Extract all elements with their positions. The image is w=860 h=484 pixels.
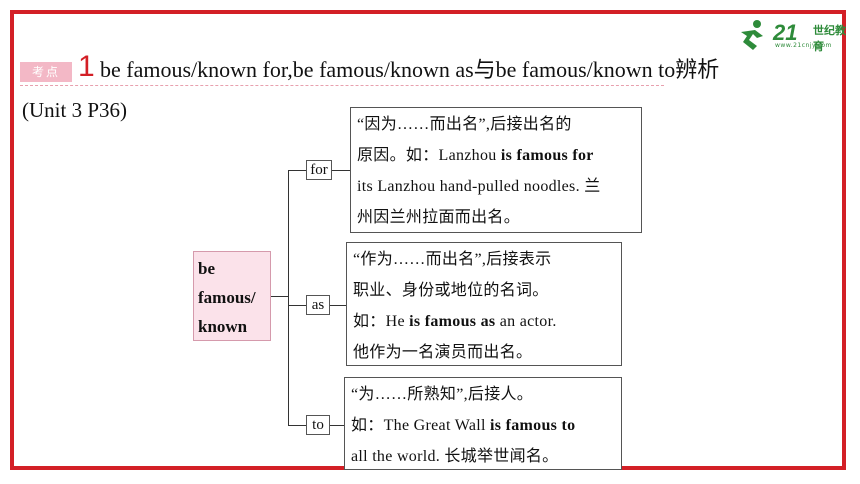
for-to-box — [330, 170, 350, 171]
as-line-3-tail: an actor. — [495, 313, 557, 330]
topic-badge: 考点 — [20, 62, 72, 82]
as-line-2: 职业、身份或地位的名词。 — [353, 282, 549, 299]
for-line-4: 州因兰州拉面而出名。 — [357, 209, 521, 226]
tag-as: as — [306, 295, 330, 315]
as-line-3: 如：He is famous as an actor. — [353, 306, 615, 337]
to-line-2: 如：The Great Wall is famous to — [351, 410, 615, 441]
root-line-1: be — [198, 259, 215, 278]
tag-to: to — [306, 415, 330, 435]
brand-logo: 21 世纪教育 www.21cnjy.com — [735, 18, 855, 53]
for-line-1: “因为……而出名”,后接出名的 — [357, 116, 572, 133]
page-title: be famous/known for,be famous/known as与b… — [100, 57, 720, 82]
for-connector — [288, 170, 306, 171]
as-line-3-text: 如：He — [353, 313, 410, 330]
to-keyword: is famous to — [490, 417, 576, 434]
to-line-3: all the world. 长城举世闻名。 — [351, 448, 559, 465]
root-node: be famous/ known — [193, 251, 271, 341]
as-to-box — [330, 305, 346, 306]
root-connector — [271, 296, 289, 297]
for-line-2: 原因。如：Lanzhou is famous for — [357, 140, 635, 171]
page-subtitle: (Unit 3 P36) — [22, 98, 127, 122]
as-line-1: “作为……而出名”,后接表示 — [353, 251, 552, 268]
as-connector — [288, 305, 306, 306]
branch-to-box: “为……所熟知”,后接人。 如：The Great Wall is famous… — [344, 377, 622, 470]
logo-url: www.21cnjy.com — [775, 42, 832, 49]
runner-icon — [741, 20, 763, 50]
vertical-connector — [288, 170, 289, 426]
branch-as-box: “作为……而出名”,后接表示 职业、身份或地位的名词。 如：He is famo… — [346, 242, 622, 366]
to-line-1: “为……所熟知”,后接人。 — [351, 386, 534, 403]
title-row: 考点 1 be famous/known for,be famous/known… — [20, 50, 719, 86]
to-connector — [288, 425, 306, 426]
logo-subtitle: 世纪教育 — [813, 24, 846, 53]
branch-for-box: “因为……而出名”,后接出名的 原因。如：Lanzhou is famous f… — [350, 107, 642, 233]
root-line-2: famous/ — [198, 288, 256, 307]
tag-for: for — [306, 160, 332, 180]
as-line-4: 他作为一名演员而出名。 — [353, 344, 533, 361]
root-line-3: known — [198, 317, 248, 336]
topic-number: 1 — [78, 50, 95, 83]
as-keyword: is famous as — [409, 313, 496, 330]
logo-mark: 21 — [773, 20, 798, 45]
for-line-3: its Lanzhou hand-pulled noodles. 兰 — [357, 178, 601, 195]
to-to-box — [330, 425, 344, 426]
title-divider — [20, 85, 664, 86]
to-line-2-text: 如：The Great Wall — [351, 417, 491, 434]
for-keyword: is famous for — [500, 147, 594, 164]
for-line-2-text: 原因。如：Lanzhou — [357, 147, 501, 164]
